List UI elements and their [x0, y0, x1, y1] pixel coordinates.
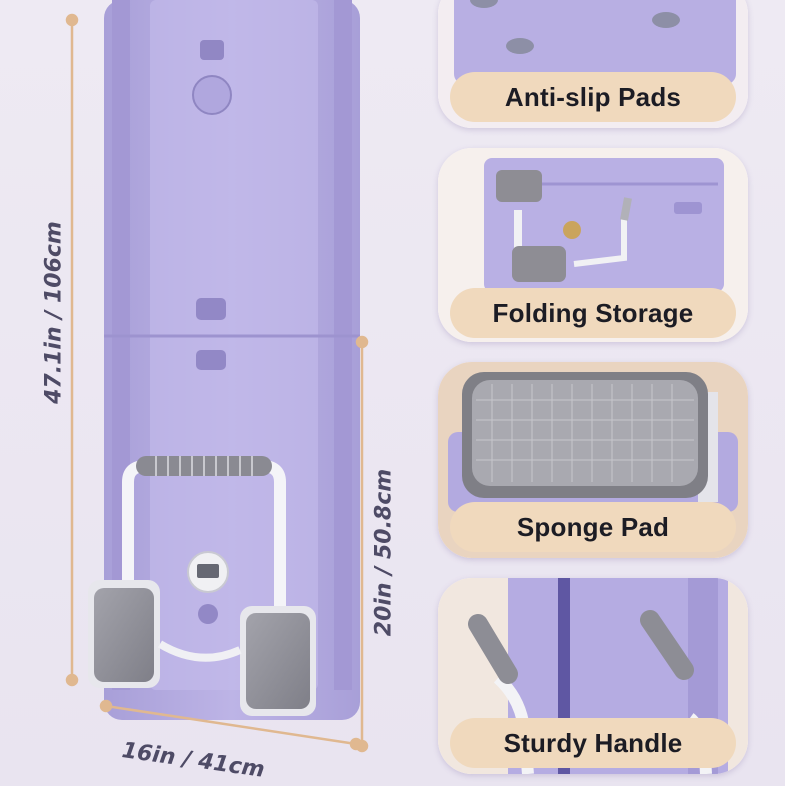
feature-label: Anti-slip Pads	[450, 72, 736, 122]
feature-label: Sponge Pad	[450, 502, 736, 552]
height-total-label: 47.1in / 106cm	[41, 221, 67, 404]
feature-panel-handle: Sturdy Handle	[438, 578, 748, 774]
feature-panel-sponge: Sponge Pad	[438, 362, 748, 558]
feature-panel-folding: Folding Storage	[438, 148, 748, 342]
massage-board-illustration	[65, 0, 369, 753]
feature-label: Folding Storage	[450, 288, 736, 338]
height-folded-label: 20in / 50.8cm	[371, 468, 397, 637]
feature-label: Sturdy Handle	[450, 718, 736, 768]
feature-panel-anti-slip: Anti-slip Pads	[438, 0, 748, 128]
